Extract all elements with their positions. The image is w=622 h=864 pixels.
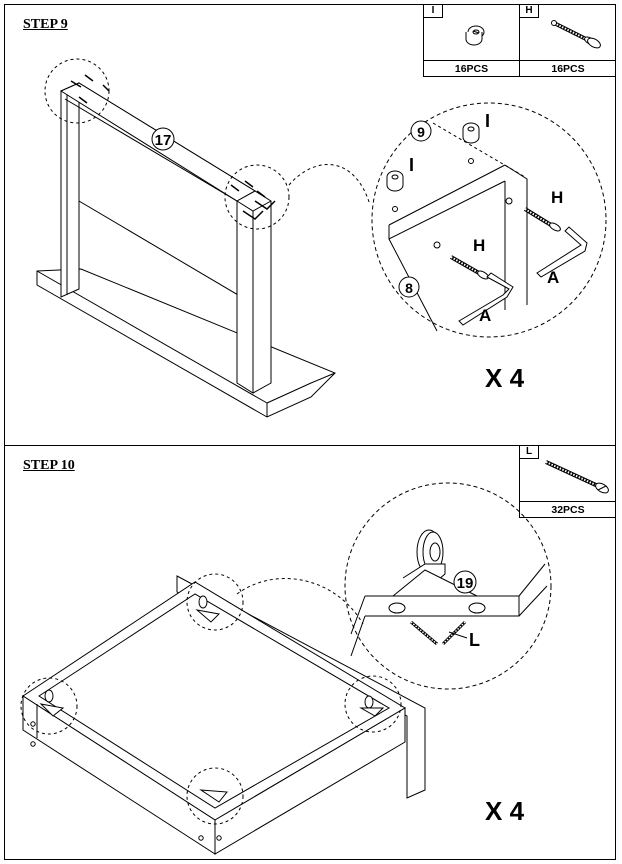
right-magnifier xyxy=(224,164,290,230)
step-9-drawing: 17 9 8 I I H H A A xyxy=(36,58,607,418)
step-9-multiplier: X 4 xyxy=(485,363,525,393)
part-i-cell: I 16PCS xyxy=(424,5,520,77)
step-9-panel: STEP 9 I 16PCS H xyxy=(4,4,616,446)
right-side-panel xyxy=(236,190,272,394)
part-i-letter: I xyxy=(424,5,443,18)
step-9-detail-circle xyxy=(371,102,607,338)
cam-bolt-icon xyxy=(551,20,601,49)
detail-bolt-label-1: H xyxy=(473,236,485,255)
part-h-cell: H 16PCS xyxy=(520,5,616,77)
detail-cam-lock-2 xyxy=(462,122,480,164)
detail-cam-label-1: I xyxy=(409,155,414,175)
left-side-panel xyxy=(60,82,80,298)
cam-lock-icon xyxy=(465,25,485,46)
detail-cam-bolt-1 xyxy=(433,241,489,280)
panel-17-label: 17 xyxy=(155,132,172,149)
step-10-panel: STEP 10 L 32PCS xyxy=(4,446,616,860)
caster-magnifier-left xyxy=(20,677,78,735)
caster-magnifier-right xyxy=(344,675,402,733)
detail-screw-l-label: L xyxy=(469,630,480,650)
detail-screws xyxy=(410,620,467,646)
part-h-letter: H xyxy=(520,5,539,18)
screw-icon xyxy=(545,460,609,494)
step-10-detail-circle xyxy=(344,482,552,690)
step-9-parts-box: I 16PCS H xyxy=(423,5,616,77)
part-l-letter: L xyxy=(520,446,539,459)
detail-key-label-1: A xyxy=(479,306,491,325)
detail-panel-8-label: 8 xyxy=(405,280,413,296)
frame-front-right xyxy=(214,707,406,855)
part-l-quantity: 32PCS xyxy=(520,501,616,518)
detail-caster xyxy=(391,529,478,597)
detail-bolt-label-2: H xyxy=(551,188,563,207)
base-panel xyxy=(36,268,336,418)
part-i-quantity: 16PCS xyxy=(424,60,519,77)
detail-key-label-2: A xyxy=(547,268,559,287)
detail-caster-19-label: 19 xyxy=(457,575,474,592)
step-10-multiplier: X 4 xyxy=(485,796,525,826)
part-h-quantity: 16PCS xyxy=(520,60,616,77)
detail-cam-bolt-2 xyxy=(505,197,561,232)
step-9-title: STEP 9 xyxy=(23,17,68,32)
caster-magnifier-back xyxy=(186,573,244,631)
detail-cam-label-2: I xyxy=(485,111,490,131)
caster-magnifier-front xyxy=(186,767,244,825)
step-10-drawing: 19 L xyxy=(20,482,552,855)
detail-panel-9-label: 9 xyxy=(417,124,425,140)
step-10-parts-box: L 32PCS xyxy=(519,446,616,518)
detail-allen-key-2 xyxy=(536,226,588,278)
part-l-cell: L 32PCS xyxy=(520,446,616,518)
detail-allen-key-1 xyxy=(458,272,514,326)
step-10-title: STEP 10 xyxy=(23,458,75,473)
detail-cam-lock-1 xyxy=(386,170,404,212)
